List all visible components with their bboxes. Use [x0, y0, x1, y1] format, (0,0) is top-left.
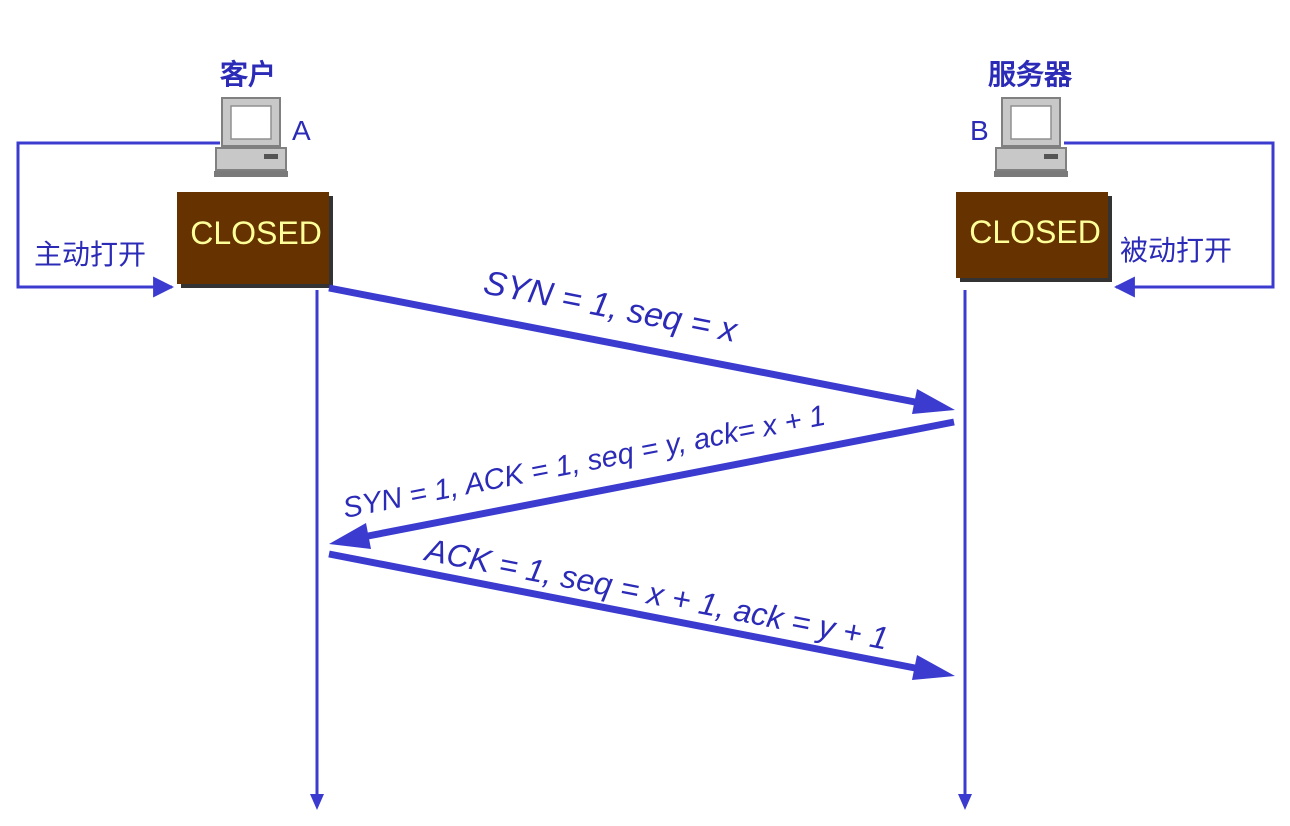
server-action-label: 被动打开: [1120, 234, 1232, 267]
server-timeline-arrowhead: [958, 794, 972, 810]
server-state-text: CLOSED: [969, 214, 1101, 250]
client-open-loop-arrow: [16, 141, 220, 298]
client-timeline-arrowhead: [310, 794, 324, 810]
syn-message-label: SYN = 1, seq = x: [480, 264, 741, 351]
server-title: 服务器: [988, 58, 1073, 91]
server-computer-icon: [994, 97, 1068, 177]
client-action-label: 主动打开: [34, 238, 146, 271]
client-computer-icon: [214, 97, 288, 177]
server-letter: B: [970, 115, 989, 146]
ack-arrow-line: [328, 550, 916, 672]
client-state-box: [177, 192, 333, 288]
client-letter: A: [292, 115, 311, 146]
server-open-loop-arrow: [1064, 141, 1275, 298]
ack-message-label: ACK = 1, seq = x + 1, ack = y + 1: [421, 531, 892, 656]
client-state-text: CLOSED: [190, 215, 322, 251]
syn-ack-arrow-line: [367, 418, 955, 540]
syn-arrow-line: [328, 284, 916, 406]
syn-ack-arrowhead: [329, 523, 371, 549]
server-state-box: [956, 192, 1112, 282]
syn-arrowhead: [912, 389, 955, 414]
client-title: 客户: [220, 58, 276, 91]
ack-arrowhead: [912, 655, 955, 680]
